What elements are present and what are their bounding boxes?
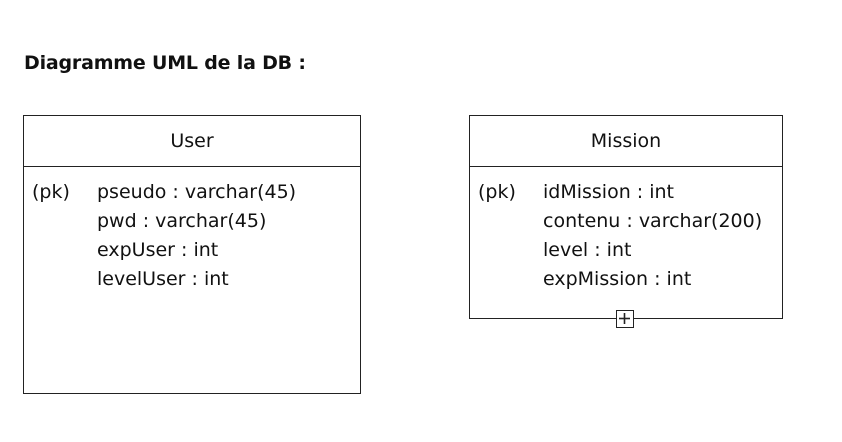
attribute-row: expUser : int: [24, 239, 360, 268]
attribute-text: expUser : int: [97, 239, 219, 261]
attribute-row: level : int: [470, 239, 782, 268]
attribute-text: pwd : varchar(45): [97, 210, 267, 232]
attribute-text: expMission : int: [543, 268, 692, 290]
uml-class-mission: Mission (pk) idMission : int contenu : v…: [469, 115, 783, 328]
attribute-text: pseudo : varchar(45): [97, 181, 297, 203]
attribute-row: pwd : varchar(45): [24, 210, 360, 239]
attribute-text: idMission : int: [543, 181, 675, 203]
class-attributes-mission: (pk) idMission : int contenu : varchar(2…: [470, 167, 782, 297]
page-title: Diagramme UML de la DB :: [24, 52, 306, 74]
class-name-mission: Mission: [470, 116, 782, 167]
primary-key-marker: (pk): [478, 181, 516, 203]
attribute-text: contenu : varchar(200): [543, 210, 763, 232]
primary-key-marker: (pk): [32, 181, 70, 203]
class-name-user: User: [24, 116, 360, 167]
attribute-row: (pk) idMission : int: [470, 181, 782, 210]
attribute-row: levelUser : int: [24, 268, 360, 297]
plus-icon: [619, 313, 630, 324]
attribute-text: level : int: [543, 239, 632, 261]
uml-class-user: User (pk) pseudo : varchar(45) pwd : var…: [23, 115, 361, 394]
attribute-row: contenu : varchar(200): [470, 210, 782, 239]
attribute-row: (pk) pseudo : varchar(45): [24, 181, 360, 210]
attribute-row: expMission : int: [470, 268, 782, 297]
attribute-text: levelUser : int: [97, 268, 229, 290]
class-attributes-user: (pk) pseudo : varchar(45) pwd : varchar(…: [24, 167, 360, 297]
plus-square-icon[interactable]: [616, 310, 634, 328]
